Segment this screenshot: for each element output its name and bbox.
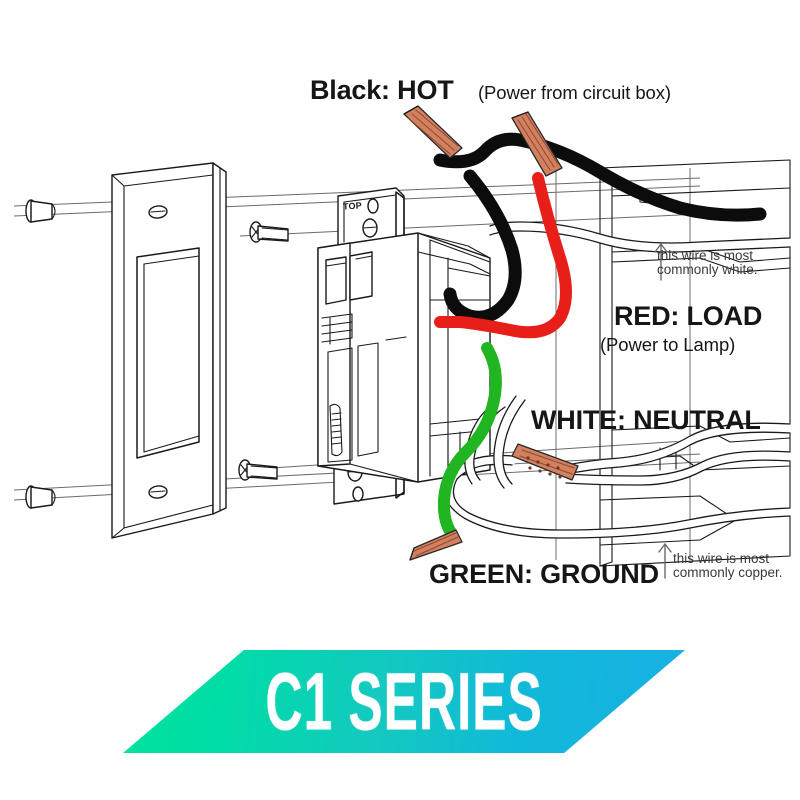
black-hot-wire (433, 132, 767, 324)
banner-title: C1 SERIES (265, 656, 543, 747)
plate-screw-bottom (25, 485, 56, 509)
plate-screw-top (25, 199, 56, 223)
label-switch-top-marking: TOP (342, 200, 363, 212)
wall-plate (111, 162, 227, 539)
wire-nut-hot-load (511, 111, 563, 177)
label-white-neutral: WHITE: NEUTRAL (531, 405, 761, 435)
annotation-white-wire-note: this wire is most commonly white. (657, 248, 758, 277)
copper-note-arrow (658, 543, 672, 579)
red-load-wire (434, 172, 572, 339)
green-ground-wire (437, 342, 502, 540)
strap-screw-bottom (238, 459, 278, 481)
strap-screw-top (249, 221, 289, 243)
white-note-arrow (654, 243, 668, 281)
series-banner: C1 SERIES (123, 650, 685, 753)
electrical-box (599, 159, 791, 567)
label-black-hot-sub: (Power from circuit box) (478, 82, 671, 103)
label-red-load: RED: LOAD (614, 301, 763, 331)
label-black-hot: Black: HOT (310, 75, 454, 105)
wire-nut-hot-source (403, 105, 463, 159)
wire-nut-ground (409, 529, 463, 561)
annotation-copper-wire-note: this wire is most commonly copper. (673, 551, 783, 580)
wire-nut-neutral (511, 443, 579, 481)
label-green-ground: GREEN: GROUND (429, 559, 659, 589)
label-red-load-sub: (Power to Lamp) (600, 334, 736, 355)
